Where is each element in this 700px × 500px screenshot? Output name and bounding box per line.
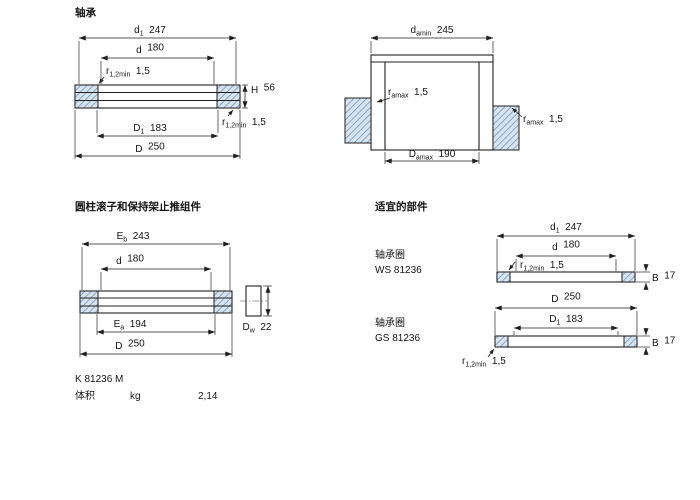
bearing-title: 轴承	[75, 6, 96, 19]
shoulder-hatch-right	[492, 105, 520, 151]
abutment-body	[370, 54, 494, 151]
dim-label-gs-D: D 250	[551, 292, 581, 305]
dim-label-ramax-right: ramax 1,5	[523, 114, 563, 126]
dim-label-d: d 180	[116, 254, 144, 267]
dim-label-ws-r12: r1,2min 1,5	[520, 260, 564, 272]
assembly-cross-section	[79, 290, 233, 314]
dim-label-Dw: Dw 22	[243, 322, 272, 334]
ws-drawing: d1 247 d 180 r1,2min 1,5 B 17	[496, 222, 676, 290]
dim-label-gs-B: B 17	[652, 336, 676, 349]
dim-label-gs-r12: r1,2min 1,5	[462, 356, 506, 368]
leader-line	[511, 107, 523, 118]
bearing-hatch-right	[216, 84, 241, 109]
dim-label-d1: d1 247	[134, 25, 166, 37]
dim-label-D1: D1 183	[133, 123, 167, 135]
leader-line	[508, 261, 516, 271]
gs-designation: GS 81236	[375, 333, 420, 344]
mass-unit: kg	[130, 391, 141, 402]
assembly-hatch-left	[79, 290, 99, 314]
dim-label-ws-d1: d1 247	[550, 222, 582, 234]
dim-label-Eb: Eb 243	[117, 231, 150, 243]
ws-label: 轴承圈	[375, 248, 405, 261]
assembly-title: 圆柱滚子和保持架止推组件	[75, 200, 201, 213]
dim-label-ws-d: d 180	[552, 240, 580, 253]
dim-label-Ea: Ea 194	[114, 319, 147, 331]
ws-hatch-right	[621, 271, 636, 283]
assembly-designation: K 81236 M	[75, 374, 123, 385]
dim-label-Damax: Damax 190	[409, 149, 456, 161]
dim-label-d: d 180	[136, 43, 164, 56]
dim-label-ramax-left: ramax 1,5	[388, 87, 428, 99]
shoulder-hatch-left	[344, 97, 372, 144]
bearing-hatch-left	[74, 84, 99, 109]
abutment-drawing: damin 245 ramax 1,5 ramax 1,5 Damax 190	[344, 25, 563, 164]
ws-washer-section	[496, 271, 636, 283]
leader-line	[227, 109, 234, 117]
mass-value: 2,14	[198, 391, 218, 402]
mass-label: 体积	[75, 390, 95, 402]
dim-label-r12-upper: r1,2min 1,5	[106, 66, 150, 78]
leader-line	[487, 348, 495, 358]
leader-line	[376, 97, 391, 103]
gs-hatch-right	[623, 335, 638, 348]
bearing-cross-section	[74, 84, 241, 109]
ws-designation: WS 81236	[375, 265, 422, 276]
dim-label-gs-D1: D1 183	[549, 314, 583, 326]
gs-label: 轴承圈	[375, 316, 405, 329]
gs-washer-section	[494, 335, 638, 348]
gs-drawing: D 250 D1 183 B 17 r1,2min 1,5	[462, 292, 676, 369]
assembly-drawing: Eb 243 d 180 Dw 22 Ea 194 D 250	[79, 231, 272, 357]
dim-label-r12-lower: r1,2min 1,5	[222, 117, 266, 129]
leader-line	[98, 76, 105, 84]
components-title: 适宜的部件	[375, 200, 428, 213]
bearing-drawing: d1 247 d 180 r1,2min 1,5 H 56 r1,2min 1,…	[74, 25, 275, 159]
dim-label-D: D 250	[135, 142, 165, 155]
dim-label-H: H 56	[251, 83, 275, 96]
dim-label-damin: damin 245	[411, 25, 454, 37]
dim-label-ws-B: B 17	[652, 271, 676, 284]
gs-hatch-left	[494, 335, 509, 348]
ws-hatch-left	[496, 271, 511, 283]
dim-label-D: D 250	[115, 339, 145, 352]
assembly-hatch-right	[213, 290, 233, 314]
